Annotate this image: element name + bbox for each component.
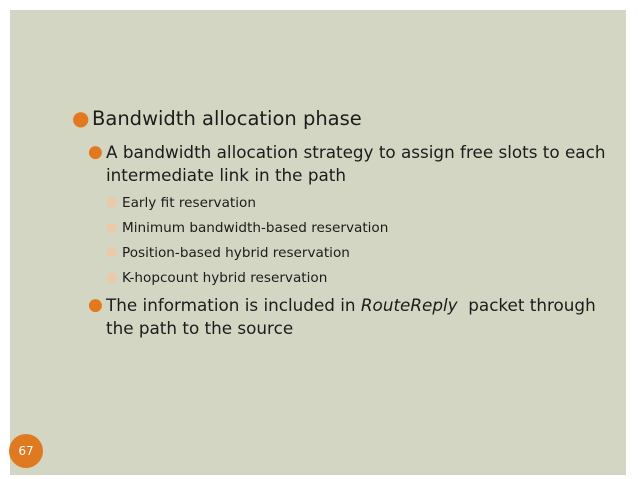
bullet-level3: ● K-hopcount hybrid reservation: [106, 269, 586, 287]
bullet-dot-icon: ●: [106, 270, 118, 285]
bullet-text: The information is included in RouteRepl…: [88, 294, 608, 340]
bullet-text: Position-based hybrid reservation: [122, 245, 350, 261]
bullet-text-prefix: The information is included in: [106, 295, 361, 315]
bullet-dot-icon: ●: [106, 245, 118, 260]
bullet-text: Minimum bandwidth-based reservation: [122, 220, 389, 236]
slide: ● Bandwidth allocation phase ● A bandwid…: [10, 10, 626, 475]
bullet-dot-icon: ●: [88, 295, 103, 315]
bullet-level3: ● Position-based hybrid reservation: [106, 244, 586, 262]
bullet-level3: ● Early fit reservation: [106, 194, 586, 212]
bullet-text: A bandwidth allocation strategy to assig…: [106, 142, 606, 185]
bullet-dot-icon: ●: [106, 195, 118, 210]
bullet-dot-icon: ●: [72, 106, 90, 130]
routereply-emphasis: RouteReply: [360, 295, 458, 315]
bullet-level1: ● Bandwidth allocation phase: [72, 106, 612, 132]
bullet-text-suffix: packet through the path to the source: [106, 295, 602, 338]
bullet-text: K-hopcount hybrid reservation: [122, 270, 328, 286]
page-number-badge: 67: [9, 434, 43, 468]
bullet-dot-icon: ●: [88, 142, 103, 162]
bullet-level3: ● Minimum bandwidth-based reservation: [106, 219, 586, 237]
bullet-text: Bandwidth allocation phase: [92, 107, 362, 130]
bullet-level2: ● The information is included in RouteRe…: [88, 294, 608, 340]
bullet-text: Early fit reservation: [122, 195, 256, 211]
bullet-dot-icon: ●: [106, 220, 118, 235]
bullet-level2: ● A bandwidth allocation strategy to ass…: [88, 141, 608, 187]
